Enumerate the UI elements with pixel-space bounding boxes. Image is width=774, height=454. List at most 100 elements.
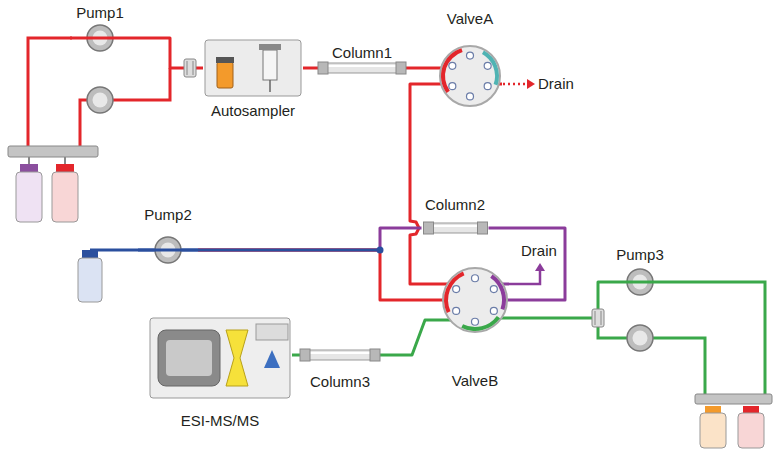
arrow-head [535,263,545,271]
valve-port [449,62,456,69]
ms-analyzer [158,330,220,386]
mixer [592,309,604,327]
valve-port [453,307,460,314]
valve-channel [482,51,499,86]
valve-port [472,318,479,325]
valve-port [490,286,497,293]
column: Column3 [300,345,380,391]
solvent-bottle [52,172,78,222]
junction-dot [377,247,384,254]
solvent-bottle [78,258,102,302]
valve-channel [461,316,500,331]
valve-channel [441,48,463,93]
column-body [326,63,398,73]
valve: ValveA [438,10,502,108]
column-body [328,65,396,67]
tubing [598,318,705,396]
column-icon [318,62,406,74]
ms-analyzer [166,340,212,376]
manifold [8,146,98,157]
autosampler-icon [205,40,301,96]
tubing [70,37,130,40]
component-label: ValveA [447,10,493,28]
column-body [308,350,372,360]
column-fitting [318,62,328,74]
mixer [187,61,188,75]
spray-nozzle [264,350,280,368]
tubing [198,228,422,250]
column-body [431,223,479,233]
component-label: ValveB [452,372,498,390]
valve: ValveB [441,266,509,390]
tubing [610,281,670,284]
column-icon [300,349,380,361]
manifold [695,394,772,404]
vial-cap [216,57,234,63]
ms-body [150,318,290,398]
valve-body [440,46,500,106]
solvent-bottle [700,413,726,448]
tubing [410,84,441,284]
mass-spectrometer: ESI-MS/MS [148,316,292,430]
valve-port [484,83,491,90]
tubing [406,67,438,70]
valve-symbol [440,46,500,106]
valve-port [490,307,497,314]
mixer [595,311,596,325]
pump: Pump3 [610,246,670,298]
tubing [90,249,380,252]
autosampler: Autosampler [203,40,303,120]
tubing [198,250,441,300]
column-icon [423,222,487,234]
vial [217,62,233,88]
syringe [259,44,281,50]
ion-source [226,330,248,386]
mixer [601,311,602,325]
valve-port [467,93,474,100]
valve-port [449,83,456,90]
mixer [193,61,194,75]
column: Column1 [318,44,406,78]
autosampler-body [205,40,301,96]
column-fitting [423,222,433,234]
column-fitting [477,222,487,234]
component-label: Column1 [332,44,392,62]
inlet [256,324,288,340]
pump: Pump1 [70,4,130,52]
pump-symbol [633,331,648,346]
valve-channel [490,274,506,310]
drain-label: Drain [521,242,557,260]
valve-channel [444,271,464,312]
component-label: Column2 [425,196,485,214]
column-fitting [396,62,406,74]
drain-label: Drain [538,75,574,93]
component-label: Autosampler [211,102,295,120]
component-label: ESI-MS/MS [181,412,259,430]
valve-port [472,275,479,282]
pump-symbol [87,87,113,113]
component-label: Column3 [310,373,370,391]
pump-symbol [627,325,653,351]
pump: Pump2 [138,206,198,266]
pump-symbol [93,93,108,108]
valve-port [453,286,460,293]
tubing [380,320,441,355]
syringe [263,50,277,80]
component-label: Pump1 [76,4,124,22]
valve-port [467,52,474,59]
column-body [310,352,370,354]
tubing [138,249,198,252]
valve-body [443,268,507,332]
tubing [292,354,300,357]
solvent-bottle [16,172,42,222]
solvent-bottle [738,413,764,448]
column-fitting [300,349,310,361]
column-body [433,225,477,227]
valve-icon [441,266,509,390]
tubing [80,68,170,148]
valve-port [484,62,491,69]
valve-symbol [443,268,507,332]
tubing [28,38,72,148]
mass-spectrometer-icon [150,318,290,398]
mixer [184,59,196,77]
